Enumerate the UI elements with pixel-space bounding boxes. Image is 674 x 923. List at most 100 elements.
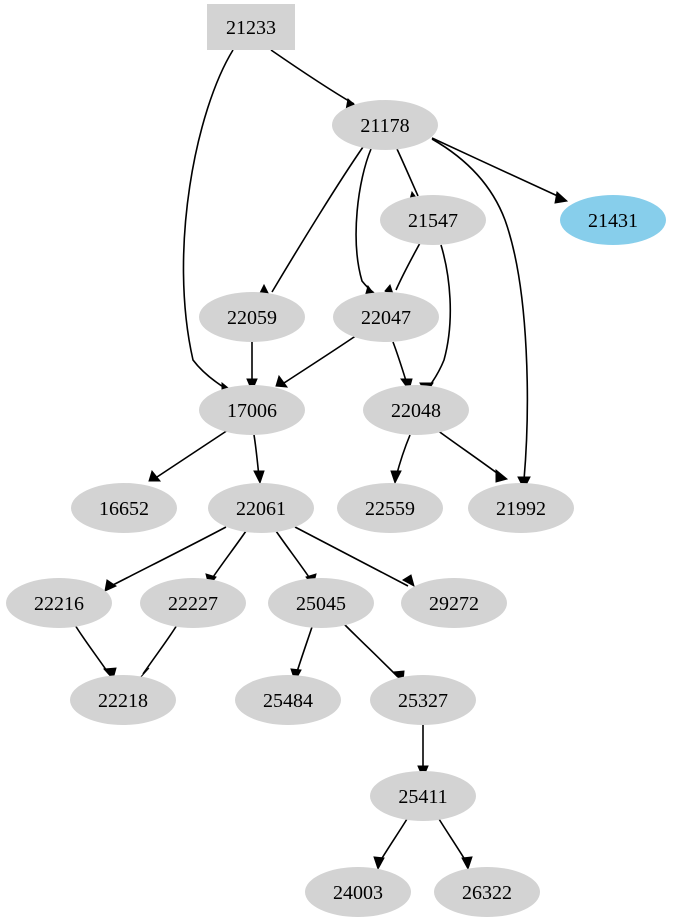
arrowhead-icon	[495, 468, 509, 483]
edge-line	[275, 530, 312, 581]
edge-line	[295, 626, 313, 676]
edge-22061-to-22216	[104, 526, 227, 592]
edge-21547-to-22047	[384, 242, 421, 299]
node-ellipse-shape[interactable]	[380, 195, 486, 245]
graph-node-17006[interactable]: 17006	[199, 385, 305, 435]
edge-line	[110, 526, 227, 587]
edge-line	[343, 623, 399, 678]
node-ellipse-shape[interactable]	[332, 100, 438, 150]
node-ellipse-shape[interactable]	[235, 675, 341, 725]
edge-line	[392, 341, 408, 385]
node-ellipse-shape[interactable]	[305, 867, 411, 917]
graph-node-29272[interactable]: 29272	[401, 578, 507, 628]
edge-25045-to-25484	[290, 626, 313, 683]
graph-node-21233[interactable]: 21233	[207, 4, 295, 50]
arrowhead-icon	[373, 856, 385, 871]
graph-node-22061[interactable]: 22061	[208, 483, 314, 533]
edge-line	[427, 244, 452, 389]
arrowhead-icon	[148, 469, 162, 482]
node-ellipse-shape[interactable]	[401, 578, 507, 628]
node-ellipse-shape[interactable]	[6, 578, 112, 628]
edge-line	[355, 148, 375, 294]
graph-node-21992[interactable]: 21992	[468, 483, 574, 533]
node-ellipse-shape[interactable]	[370, 771, 476, 821]
arrowhead-icon	[390, 470, 402, 485]
edge-21178-to-22047	[355, 148, 377, 298]
graph-node-25045[interactable]: 25045	[268, 578, 374, 628]
graph-node-22048[interactable]: 22048	[363, 385, 469, 435]
edge-17006-to-22061	[253, 434, 265, 485]
edge-22227-to-22218	[138, 624, 178, 680]
node-ellipse-shape[interactable]	[434, 867, 540, 917]
graph-node-21431[interactable]: 21431	[560, 195, 666, 245]
arrowhead-icon	[402, 574, 415, 588]
graph-node-21547[interactable]: 21547	[380, 195, 486, 245]
edge-22048-to-21992	[436, 429, 509, 483]
node-ellipse-shape[interactable]	[199, 385, 305, 435]
node-ellipse-shape[interactable]	[468, 483, 574, 533]
arrowhead-icon	[104, 579, 118, 592]
arrowhead-icon	[253, 470, 265, 485]
node-ellipse-shape[interactable]	[71, 483, 177, 533]
edge-line	[270, 49, 355, 105]
arrowhead-icon	[138, 667, 150, 680]
edge-25327-to-25411	[417, 725, 429, 780]
node-ellipse-shape[interactable]	[370, 675, 476, 725]
edge-22061-to-29272	[294, 526, 415, 588]
graph-node-22059[interactable]: 22059	[199, 292, 305, 342]
arrowhead-icon	[275, 374, 289, 388]
edge-21178-to-21431	[431, 137, 569, 204]
graph-node-22047[interactable]: 22047	[333, 292, 439, 342]
edge-21178-to-21547	[396, 148, 421, 204]
node-box-shape[interactable]	[207, 4, 295, 50]
edge-17006-to-16652	[148, 429, 229, 482]
edges-layer	[74, 49, 569, 871]
nodes-layer: 21233 21178 21547 21431 22059 22047 17006 22048…	[6, 4, 666, 917]
node-ellipse-shape[interactable]	[363, 385, 469, 435]
edge-line	[74, 624, 110, 675]
node-ellipse-shape[interactable]	[208, 483, 314, 533]
node-ellipse-shape[interactable]	[337, 483, 443, 533]
node-ellipse-shape[interactable]	[333, 292, 439, 342]
node-ellipse-shape[interactable]	[199, 292, 305, 342]
graph-node-25327[interactable]: 25327	[370, 675, 476, 725]
graph-node-16652[interactable]: 16652	[71, 483, 177, 533]
edge-22047-to-17006	[275, 334, 358, 388]
graph-node-25411[interactable]: 25411	[370, 771, 476, 821]
arrowhead-icon	[461, 856, 473, 871]
graph-node-22218[interactable]: 22218	[70, 675, 176, 725]
edge-line	[395, 242, 421, 291]
node-ellipse-shape-highlighted[interactable]	[560, 195, 666, 245]
graph-node-25484[interactable]: 25484	[235, 675, 341, 725]
edge-line	[438, 818, 468, 864]
edge-21233-to-17006	[182, 49, 234, 397]
edge-line	[182, 49, 234, 391]
graph-node-21178[interactable]: 21178	[332, 100, 438, 150]
edge-line	[431, 138, 529, 481]
edge-25411-to-24003	[373, 818, 408, 871]
graph-node-22216[interactable]: 22216	[6, 578, 112, 628]
node-ellipse-shape[interactable]	[268, 578, 374, 628]
edge-21233-to-21178	[270, 49, 360, 111]
node-ellipse-shape[interactable]	[140, 578, 246, 628]
edge-line	[271, 146, 364, 293]
edge-22048-to-22559	[390, 434, 411, 485]
edge-line	[283, 334, 358, 384]
edge-22216-to-22218	[74, 624, 117, 681]
graph-node-22227[interactable]: 22227	[140, 578, 246, 628]
graph-node-24003[interactable]: 24003	[305, 867, 411, 917]
edge-25411-to-26322	[438, 818, 473, 871]
edge-line	[142, 624, 178, 675]
graph-node-22559[interactable]: 22559	[337, 483, 443, 533]
graph-node-26322[interactable]: 26322	[434, 867, 540, 917]
edge-line	[210, 530, 247, 581]
edge-line	[378, 818, 408, 864]
edge-22059-to-17006	[246, 342, 258, 393]
edge-21178-to-22059	[258, 146, 364, 298]
node-ellipse-shape[interactable]	[70, 675, 176, 725]
edge-22047-to-22048	[392, 341, 413, 392]
edge-22061-to-22227	[205, 530, 247, 588]
arrowhead-icon	[554, 191, 569, 204]
edge-line	[436, 429, 502, 477]
